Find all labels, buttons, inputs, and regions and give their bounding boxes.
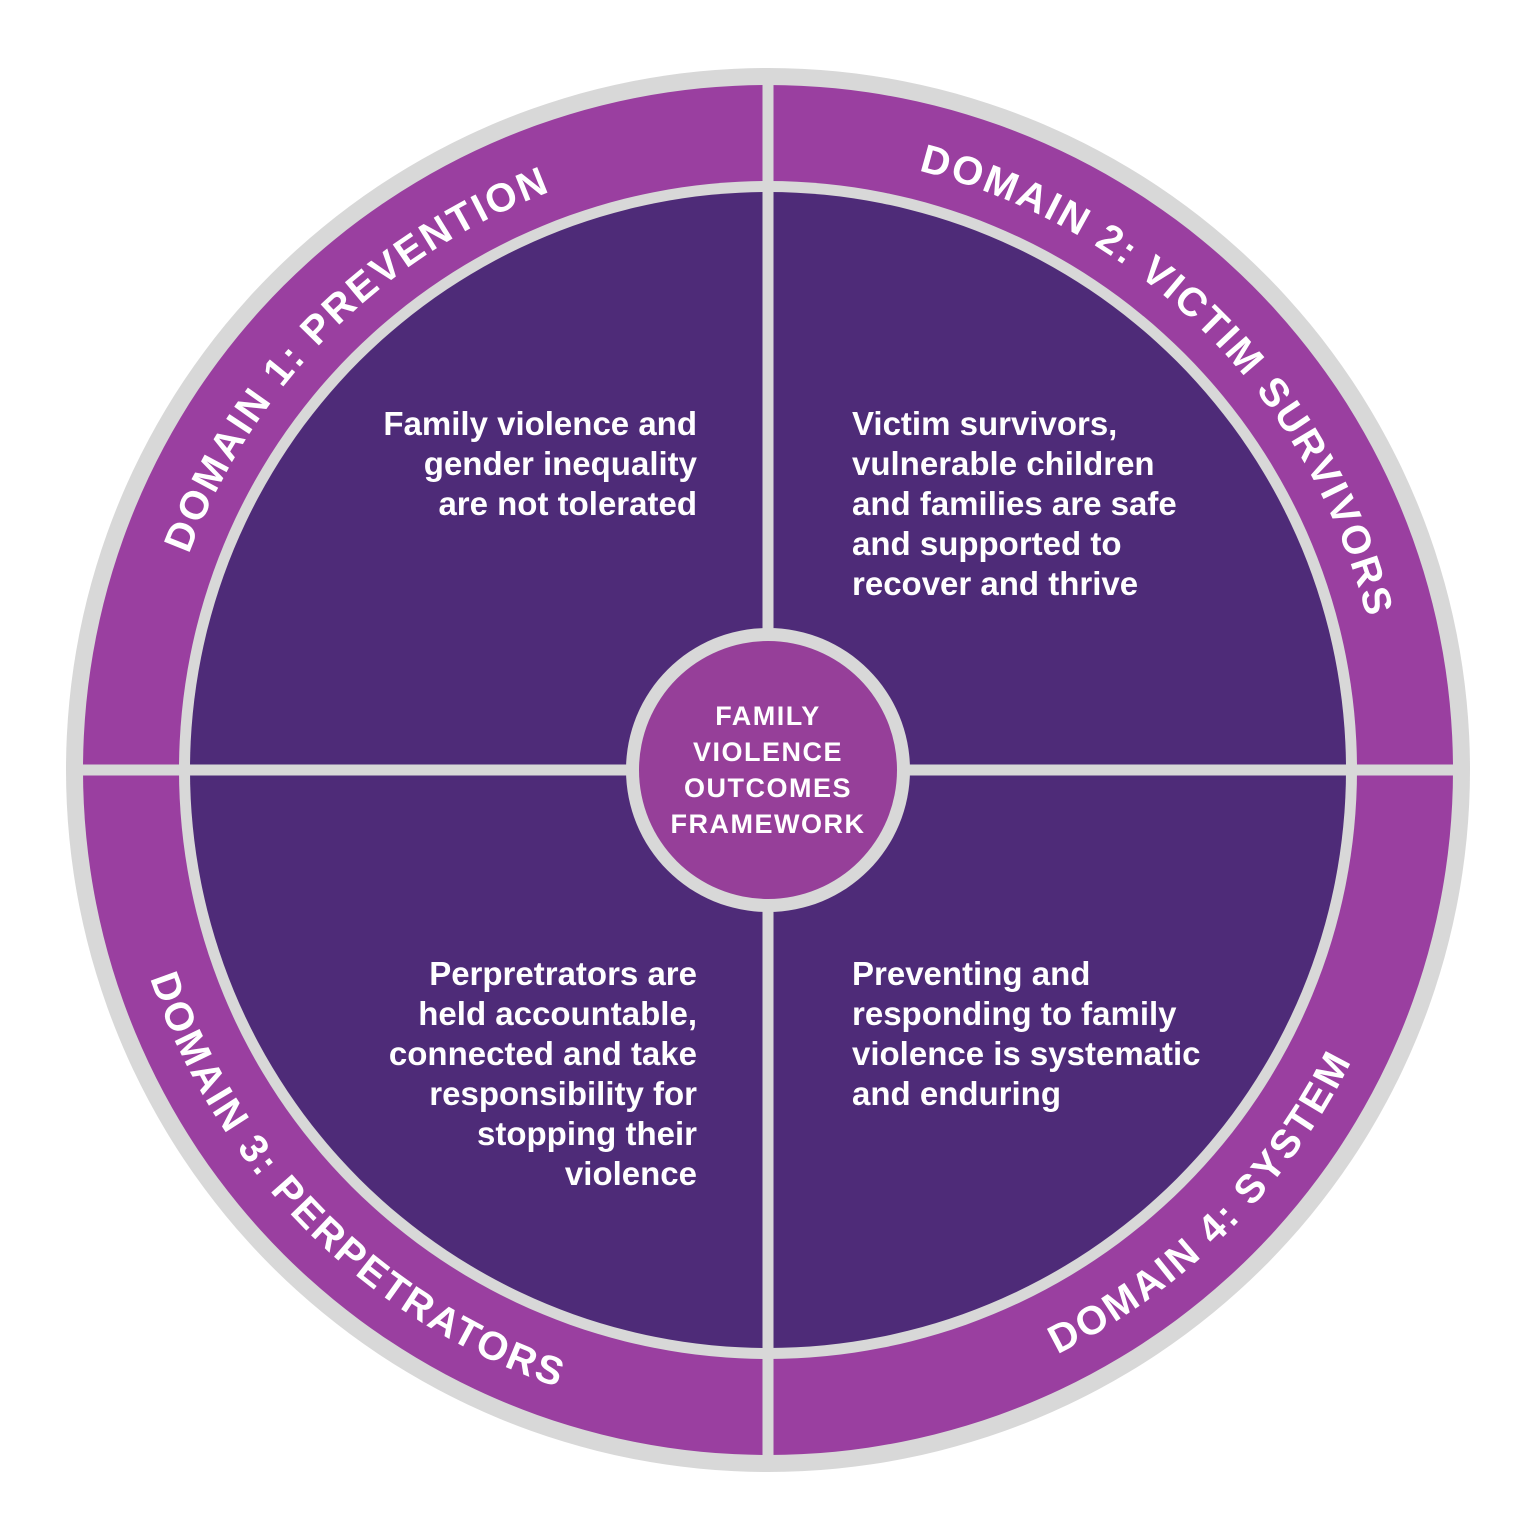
center-circle: [639, 641, 897, 899]
